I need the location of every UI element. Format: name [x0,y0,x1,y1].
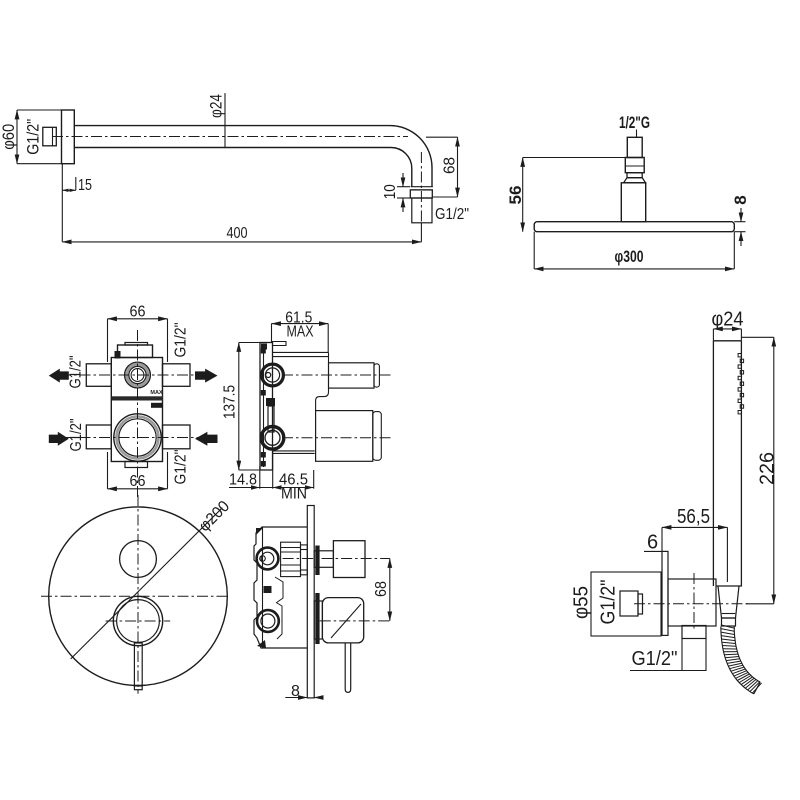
svg-text:G1/2": G1/2" [68,419,85,452]
svg-text:68: 68 [373,581,390,597]
svg-text:G1/2": G1/2" [24,119,43,155]
svg-text:G1/2": G1/2" [173,323,190,358]
svg-text:φ24: φ24 [712,309,744,331]
svg-text:14.8: 14.8 [229,472,257,489]
svg-text:10: 10 [382,184,399,199]
svg-text:66: 66 [130,473,146,490]
svg-text:G1/2": G1/2" [173,450,190,485]
svg-text:56: 56 [506,186,525,205]
svg-text:MIN: MIN [281,486,307,503]
svg-text:66: 66 [130,304,146,321]
svg-text:56,5: 56,5 [677,506,710,528]
svg-text:φ55: φ55 [571,586,593,619]
svg-text:1/2"G: 1/2"G [619,113,650,132]
svg-text:6: 6 [647,532,658,554]
svg-text:8: 8 [731,195,750,204]
svg-text:MAX: MAX [150,390,163,396]
svg-text:φ24: φ24 [207,94,226,118]
svg-text:G1/2": G1/2" [435,206,469,223]
svg-text:φ60: φ60 [0,124,18,150]
svg-text:MAX: MAX [287,324,314,341]
svg-text:137.5: 137.5 [222,385,239,419]
svg-text:G1/2": G1/2" [632,648,678,670]
svg-text:8: 8 [291,683,300,700]
svg-text:φ300: φ300 [615,247,644,266]
svg-text:400: 400 [227,225,248,242]
svg-text:15: 15 [78,177,92,194]
svg-text:68: 68 [442,157,459,174]
svg-text:G1/2": G1/2" [598,580,620,625]
svg-text:G1/2": G1/2" [68,356,85,389]
svg-text:226: 226 [757,452,779,485]
svg-text:46.5: 46.5 [279,472,308,489]
